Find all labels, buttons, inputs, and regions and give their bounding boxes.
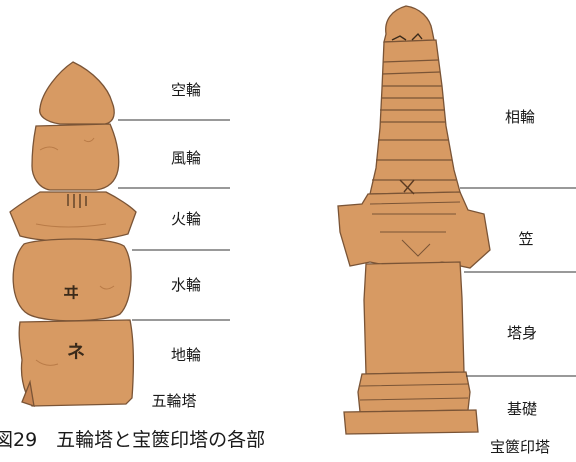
hokyointo-label-kasa: 笠	[518, 230, 533, 248]
gorinto-inscription-suirin: ヰ	[63, 283, 79, 302]
gorinto-label-chirin: 地輪	[171, 346, 201, 364]
hokyointo-figure	[337, 5, 491, 435]
gorinto-figure	[9, 61, 137, 407]
gorinto-label-furin: 風輪	[171, 149, 201, 167]
gorinto-label-karin: 火輪	[171, 210, 201, 228]
gorinto-kurin-shape	[39, 61, 115, 125]
gorinto-divider-lines	[118, 119, 230, 321]
gorinto-suirin-shape	[12, 238, 132, 322]
hokyointo-kiso-shape	[357, 371, 471, 413]
gorinto-inscription-chirin: ネ	[67, 342, 85, 363]
hokyointo-label-sorin: 相輪	[505, 108, 535, 126]
hokyointo-finial-shape	[383, 5, 435, 43]
hokyointo-label-toshin: 塔身	[507, 324, 537, 342]
hokyointo-plinth-shape	[343, 409, 479, 435]
gorinto-title: 五輪塔	[151, 392, 196, 410]
gorinto-furin-shape	[31, 123, 120, 191]
hokyointo-title: 宝篋印塔	[490, 438, 550, 456]
figure-caption: 図29 五輪塔と宝篋印塔の各部	[0, 429, 265, 451]
gorinto-karin-shape	[9, 191, 137, 242]
hokyointo-label-kiso: 基礎	[507, 400, 537, 418]
hokyointo-kasa-shape	[337, 191, 491, 271]
hokyointo-divider-lines	[460, 187, 576, 377]
gorinto-chirin-shape	[18, 319, 134, 407]
gorinto-label-kurin: 空輪	[171, 81, 201, 99]
hokyointo-toshin-shape	[363, 261, 465, 375]
gorinto-label-suirin: 水輪	[171, 276, 201, 294]
hokyointo-sorin-shape	[369, 39, 461, 195]
